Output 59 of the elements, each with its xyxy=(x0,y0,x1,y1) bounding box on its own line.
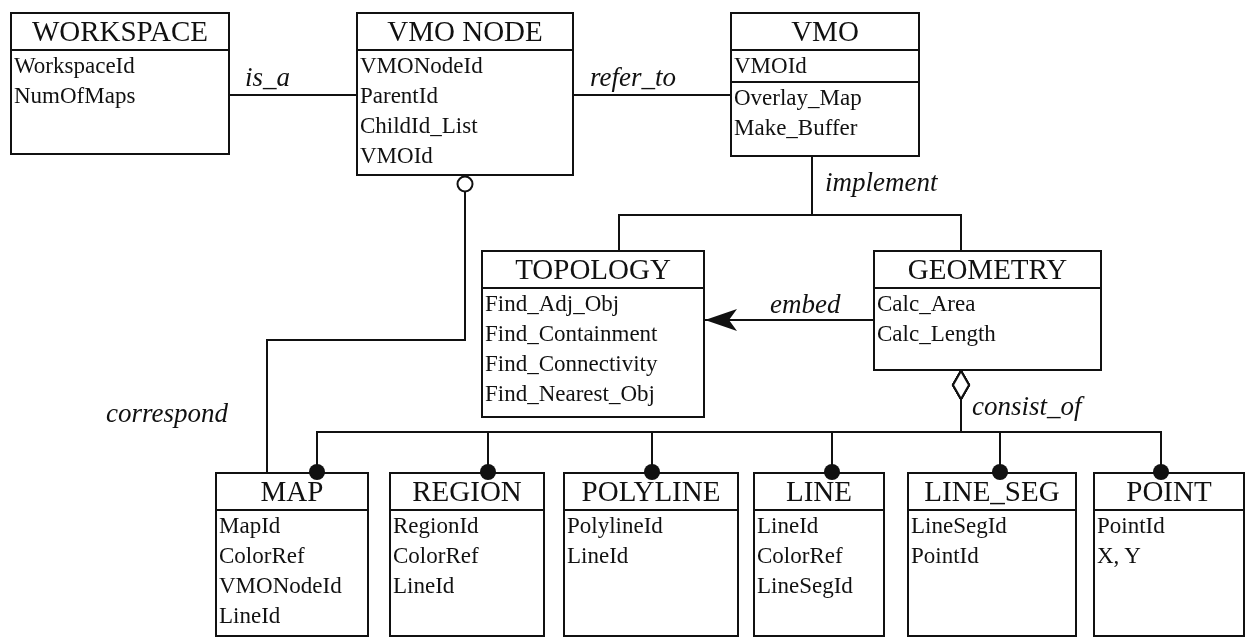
attribute-text: VMOId xyxy=(359,142,434,170)
attribute-text: ColorRef xyxy=(756,542,844,570)
attribute-text: Find_Adj_Obj xyxy=(484,290,621,318)
entity-name: TOPOLOGY xyxy=(483,252,703,289)
attribute-text: WorkspaceId xyxy=(13,52,136,80)
attribute-text: LineId xyxy=(566,542,630,570)
entity-box xyxy=(563,472,739,637)
attribute-text: Make_Buffer xyxy=(733,114,859,142)
entity-name: MAP xyxy=(217,474,367,511)
attribute-text: VMOId xyxy=(733,52,808,80)
connector-line xyxy=(811,156,962,251)
entity-name: POLYLINE xyxy=(565,474,737,511)
attribute-text: Find_Connectivity xyxy=(484,350,659,378)
attribute-text: LineId xyxy=(756,512,820,540)
entity-box xyxy=(10,12,230,155)
entity-box xyxy=(356,12,574,176)
attribute-text: PolylineId xyxy=(566,512,664,540)
entity-name: LINE_SEG xyxy=(909,474,1075,511)
attribute-text: PointId xyxy=(910,542,980,570)
connector-line xyxy=(704,309,874,331)
connector-line xyxy=(266,175,474,473)
attribute-text: LineSegId xyxy=(756,572,854,600)
attribute-text: Calc_Area xyxy=(876,290,977,318)
attribute-text: ColorRef xyxy=(218,542,306,570)
connector-line xyxy=(952,370,1169,480)
entity-name: REGION xyxy=(391,474,543,511)
entity-box xyxy=(907,472,1077,637)
attribute-text: VMONodeId xyxy=(218,572,343,600)
entity-box xyxy=(389,472,545,637)
attribute-text: RegionId xyxy=(392,512,480,540)
attribute-text: Overlay_Map xyxy=(732,81,918,113)
attribute-text: LineId xyxy=(218,602,282,630)
attribute-text: PointId xyxy=(1096,512,1166,540)
attribute-text: LineSegId xyxy=(910,512,1008,540)
attribute-text: LineId xyxy=(392,572,456,600)
attribute-text: ParentId xyxy=(359,82,439,110)
entity-name: VMO NODE xyxy=(358,14,572,51)
entity-box xyxy=(753,472,885,637)
attribute-text: Find_Containment xyxy=(484,320,659,348)
entity-box xyxy=(1093,472,1245,637)
connector-line xyxy=(229,94,357,96)
entity-box xyxy=(481,250,705,418)
entity-box xyxy=(215,472,369,637)
attribute-text: ChildId_List xyxy=(359,112,479,140)
attribute-text: MapId xyxy=(218,512,282,540)
entity-name: GEOMETRY xyxy=(875,252,1100,289)
entity-box xyxy=(873,250,1102,371)
connector-line xyxy=(573,94,731,96)
entity-name: WORKSPACE xyxy=(12,14,228,51)
attribute-text: ColorRef xyxy=(392,542,480,570)
attribute-text: NumOfMaps xyxy=(13,82,137,110)
attribute-text: VMONodeId xyxy=(359,52,484,80)
entity-name: POINT xyxy=(1095,474,1243,511)
entity-name: VMO xyxy=(732,14,918,51)
attribute-text: Find_Nearest_Obj xyxy=(484,380,656,408)
attribute-text: X, Y xyxy=(1096,542,1142,570)
entity-name: LINE xyxy=(755,474,883,511)
entity-box xyxy=(730,12,920,157)
attribute-text: Calc_Length xyxy=(876,320,997,348)
